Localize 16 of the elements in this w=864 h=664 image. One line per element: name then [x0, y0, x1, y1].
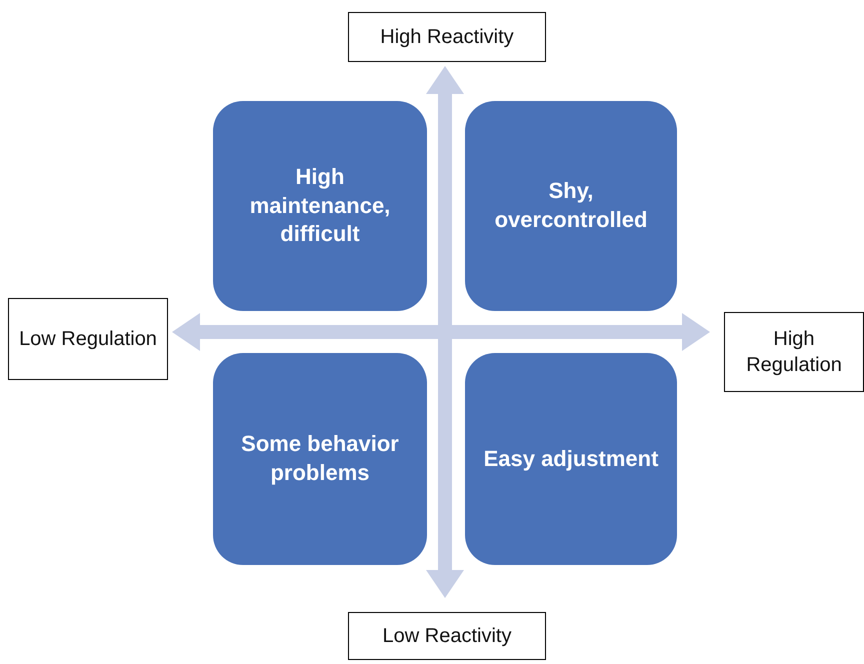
axis-label — [348, 12, 546, 62]
quadrant-text: Shy, overcontrolled — [494, 177, 648, 234]
quadrant-box — [213, 101, 427, 311]
quadrant-text: High maintenance, difficult — [248, 163, 392, 248]
axis-label — [8, 298, 168, 380]
axis-label-text: High Reactivity — [380, 25, 514, 50]
axis-label-text: Low Regulation — [19, 327, 157, 352]
quadrant-text: Easy adjustment — [484, 444, 658, 473]
quadrant-box — [465, 353, 677, 565]
axis-label — [724, 312, 864, 392]
axis-label-text: Low Reactivity — [382, 624, 512, 649]
quadrant-text: Some behavior problems — [240, 430, 400, 487]
quadrant-box — [213, 353, 427, 565]
axis-label — [348, 612, 546, 660]
axis-label-text: High Regulation — [745, 327, 843, 378]
quadrant-box — [465, 101, 677, 311]
